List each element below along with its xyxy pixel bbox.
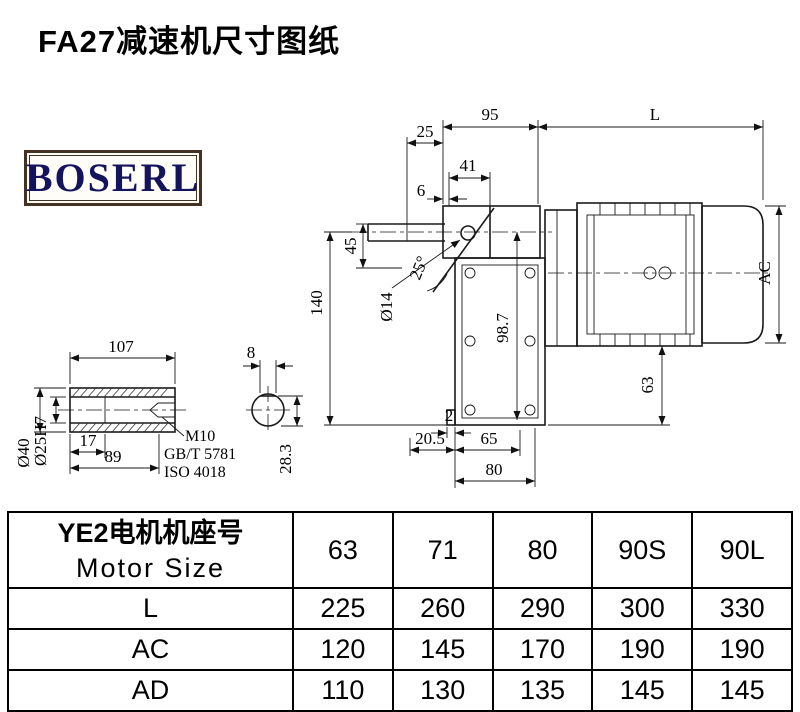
row-label-AC: AC: [7, 628, 294, 671]
dim-dia25h7: Ø25H7: [31, 415, 50, 466]
motor-fins-bottom: [599, 334, 691, 346]
dim-6: 6: [417, 181, 426, 200]
foot-step: [446, 409, 456, 426]
motor-flange: [544, 209, 578, 347]
technical-drawing: 95 L 25 41 6 45 140 Ø14 25°: [14, 105, 786, 488]
gearbox-motor-view: 95 L 25 41 6 45 140 Ø14 25°: [307, 105, 786, 488]
header-cn: YE2电机机座号: [57, 518, 244, 548]
dim-AC: AC: [755, 261, 774, 285]
motor-detail-circle: [658, 266, 672, 280]
dimension-lines-left: 45 140 Ø14 25°: [307, 223, 461, 426]
fan-cowl: [701, 205, 764, 344]
table-cell: 110: [292, 669, 394, 712]
angle-arc: [426, 273, 448, 292]
table-cell: 145: [691, 669, 793, 712]
dim-dia14: Ø14: [377, 292, 396, 322]
table-cell: 330: [691, 587, 793, 630]
page-title: FA27减速机尺寸图纸: [38, 24, 341, 59]
dim-41: 41: [460, 156, 477, 175]
dim-63: 63: [638, 377, 657, 394]
tapped-hole-m10: M10 GB/T 5781 ISO 4018: [149, 402, 236, 481]
dim-20-5: 20.5: [415, 429, 445, 448]
dim-80: 80: [486, 460, 503, 479]
dim-dia40: Ø40: [14, 438, 33, 467]
column-header-90l: 90L: [691, 511, 793, 589]
motor-body: [576, 202, 703, 347]
table-cell: 260: [391, 587, 494, 630]
key-cross-section: 8 28.3: [243, 343, 303, 474]
dimension-lines-right: 98.7 AC 63: [493, 205, 786, 426]
dim-65: 65: [481, 429, 498, 448]
table-header-motor-size: YE2电机机座号 Motor Size: [7, 511, 294, 589]
header-en: Motor Size: [75, 553, 226, 583]
label-m10: M10: [185, 428, 215, 445]
table-cell: 300: [591, 587, 694, 630]
table-row-AD: AD 110 130 135 145 145: [7, 669, 793, 712]
motor-detail-circle: [643, 266, 657, 280]
table-cell: 120: [292, 628, 394, 671]
dim-17: 17: [80, 431, 98, 450]
boserl-logo: BOSERL: [24, 150, 202, 206]
dim-8: 8: [247, 343, 256, 362]
column-header-90s: 90S: [591, 511, 694, 589]
logo-inner-border: BOSERL: [25, 155, 201, 201]
column-header-63: 63: [292, 511, 394, 589]
dimension-lines-top: 95 L 25 41 6: [406, 105, 764, 224]
hatching-bottom: [71, 422, 169, 433]
table-cell: 130: [391, 669, 494, 712]
dim-28-3: 28.3: [276, 444, 295, 474]
dim-89: 89: [105, 447, 122, 466]
table-cell: 290: [491, 587, 594, 630]
table-cell: 145: [591, 669, 694, 712]
table-cell: 145: [391, 628, 494, 671]
table-cell: 190: [691, 628, 793, 671]
row-label-AD: AD: [7, 669, 294, 712]
dim-angle-25deg: 25°: [406, 253, 433, 282]
angled-edge: [432, 207, 495, 293]
column-header-80: 80: [491, 511, 594, 589]
top-bracket: [426, 205, 541, 293]
dimension-lines-bottom: 2 20.5 65 80: [409, 406, 536, 488]
table-row-AC: AC 120 145 170 190 190: [7, 628, 793, 671]
column-header-71: 71: [391, 511, 494, 589]
shaft-dimensions: 107 17 89 Ø40 Ø25H7: [14, 337, 176, 474]
row-label-L: L: [7, 587, 294, 630]
output-shaft: [367, 223, 445, 242]
hollow-shaft-section: [69, 387, 176, 433]
table-cell: 170: [491, 628, 594, 671]
label-iso-4018: ISO 4018: [164, 464, 226, 481]
label-gbt-5781: GB/T 5781: [164, 446, 236, 463]
table-row-L: L 225 260 290 300 330: [7, 587, 793, 630]
dim-95: 95: [482, 105, 499, 124]
dim-2: 2: [445, 406, 454, 425]
logo-text: BOSERL: [25, 155, 201, 200]
dim-107: 107: [108, 337, 134, 356]
table-cell: 135: [491, 669, 594, 712]
table-header-row: YE2电机机座号 Motor Size 63 71 80 90S 90L: [7, 511, 793, 589]
table-cell: 225: [292, 587, 394, 630]
dim-45: 45: [341, 238, 360, 255]
motor-size-table: YE2电机机座号 Motor Size 63 71 80 90S 90L L 2…: [7, 511, 793, 712]
dim-98-7: 98.7: [493, 313, 512, 343]
gearbox-housing: [446, 257, 546, 426]
dim-L: L: [650, 105, 660, 124]
shaft-detail-view: M10 GB/T 5781 ISO 4018 107 17 89 Ø40 Ø25: [14, 337, 303, 481]
hatching-top: [71, 387, 169, 398]
dim-140: 140: [307, 290, 326, 316]
table-cell: 190: [591, 628, 694, 671]
dim-25: 25: [417, 122, 434, 141]
motor-fins-top: [599, 203, 691, 215]
